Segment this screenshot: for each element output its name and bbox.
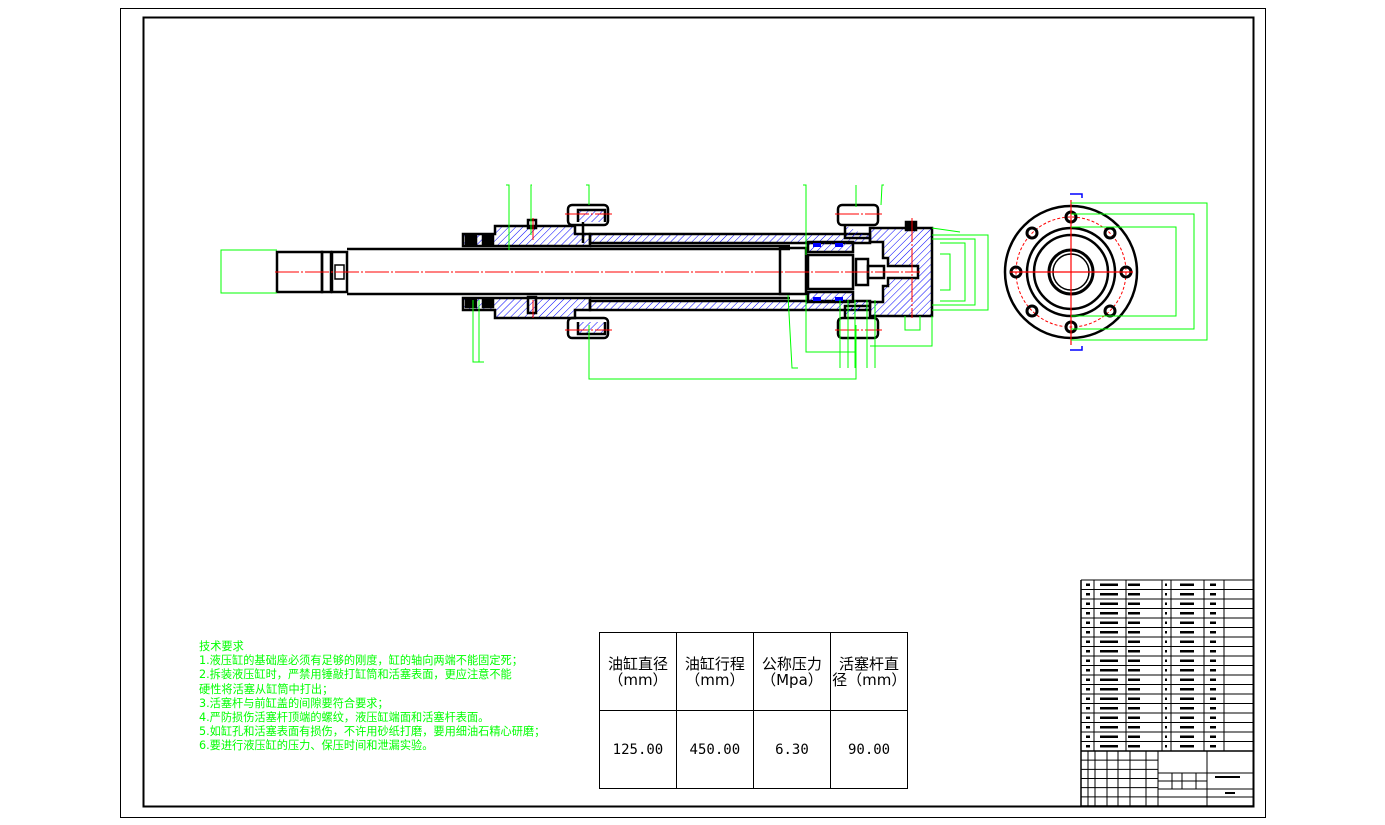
end-view <box>1003 193 1208 351</box>
technical-requirements: 技术要求 1.液压缸的基础座必须有足够的刚度，缸的轴向两端不能固定死； 2.拆装… <box>199 640 545 754</box>
cylinder-section-view <box>275 203 934 340</box>
value-stroke: 450.00 <box>675 710 754 789</box>
front-gland <box>461 224 592 248</box>
header-pressure: 公称压力（Mpa） <box>752 632 832 711</box>
header-stroke: 油缸行程（mm） <box>675 632 754 711</box>
centerlines <box>275 213 920 331</box>
tech-line: 1.液压缸的基础座必须有足够的刚度，缸的轴向两端不能固定死； <box>199 654 523 668</box>
tech-line: 硬性将活塞从缸筒中打出； <box>199 682 334 696</box>
spec-table: 油缸直径（mm） 油缸行程（mm） 公称压力（Mpa） 活塞杆直径（mm） 12… <box>599 632 908 789</box>
tech-line: 5.如缸孔和活塞表面有损伤，不许用砂纸打磨，要用细油石精心研磨； <box>199 725 546 739</box>
tech-line: 4.严防损伤活塞杆顶端的螺纹，液压缸端面和活塞杆表面。 <box>199 711 490 725</box>
tech-title: 技术要求 <box>199 640 244 653</box>
value-rod-diameter: 90.00 <box>830 710 908 789</box>
tech-line: 6.要进行液压缸的压力、保压时间和泄漏实验。 <box>199 739 434 753</box>
outer-border <box>120 8 1266 818</box>
value-bore: 125.00 <box>599 710 677 789</box>
value-pressure: 6.30 <box>752 710 832 789</box>
end-cap <box>868 226 934 318</box>
header-rod-diameter: 活塞杆直径（mm） <box>830 632 908 711</box>
header-bore: 油缸直径（mm） <box>599 632 677 711</box>
piston <box>778 246 808 296</box>
dimension-lines <box>220 184 989 380</box>
inner-border <box>142 16 1255 808</box>
tech-line: 2.拆装液压缸时，严禁用锤敲打缸筒和活塞表面，更应注意不能 <box>199 668 512 682</box>
title-block <box>1080 579 1254 807</box>
tech-line: 3.活塞杆与前缸盖的间隙要符合要求； <box>199 696 389 710</box>
